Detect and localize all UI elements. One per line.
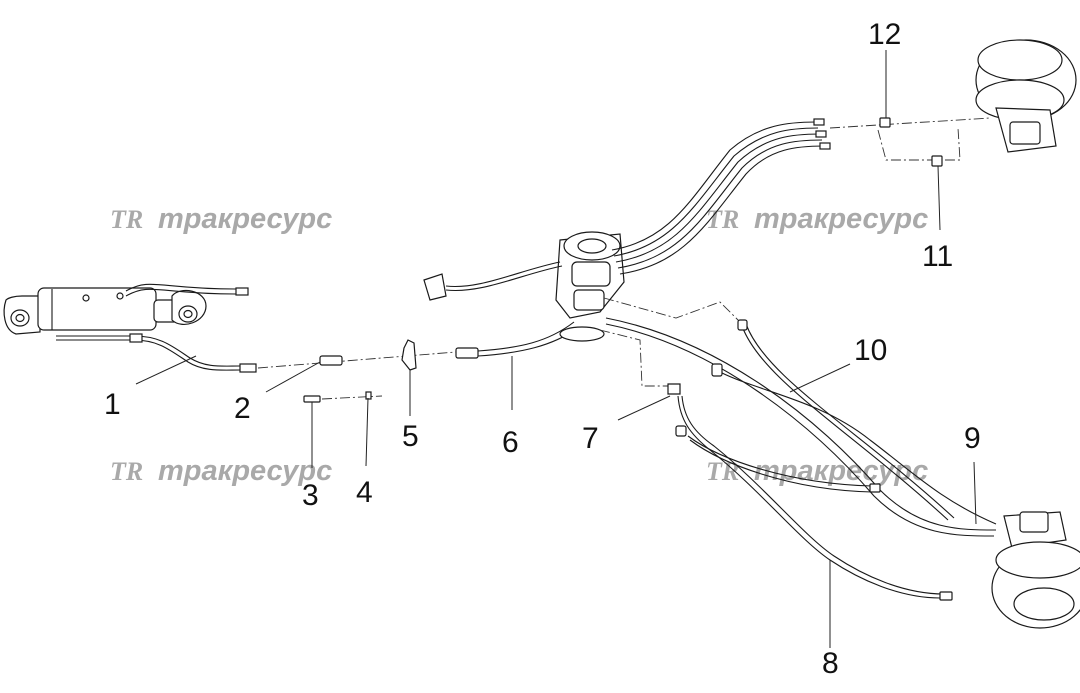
fitting-11 — [931, 155, 943, 167]
bolt-3 — [303, 395, 321, 403]
travel-motor-lower — [991, 511, 1080, 629]
watermark-logo: TR — [110, 205, 143, 234]
fitting-12 — [879, 117, 891, 128]
callout-11: 11 — [922, 240, 953, 273]
axis-line-upper — [829, 117, 991, 129]
travel-motor-upper — [975, 39, 1077, 153]
watermark-logo: TR — [706, 205, 739, 234]
callout-5: 5 — [402, 420, 419, 453]
hydraulic-cylinder — [3, 287, 207, 335]
leader-lines — [135, 50, 977, 648]
hose-lower-short — [687, 435, 881, 493]
hose-10 — [603, 297, 955, 521]
axis-line-lower — [599, 329, 668, 387]
hose-6 — [455, 321, 579, 359]
watermark-top-left: TR тракресурс — [110, 203, 332, 235]
callout-3: 3 — [302, 479, 319, 512]
axis-line-upper-branch — [877, 127, 961, 161]
watermark-logo: TR — [706, 457, 739, 486]
axis-line-center — [257, 351, 457, 369]
swivel-joint — [555, 231, 625, 342]
callout-10: 10 — [854, 334, 887, 367]
callout-numbers: 1 2 3 4 5 6 7 8 9 10 11 12 — [104, 18, 981, 680]
callout-6: 6 — [502, 426, 519, 459]
callout-8: 8 — [822, 647, 839, 680]
callout-1: 1 — [104, 388, 121, 421]
watermark-bottom-left: TR тракресурс — [110, 455, 332, 487]
watermark-text: тракресурс — [158, 203, 332, 235]
callout-9: 9 — [964, 422, 981, 455]
watermark-logo: TR — [110, 457, 143, 486]
callout-2: 2 — [234, 392, 251, 425]
watermark-text: тракресурс — [754, 203, 928, 235]
watermark-text: тракресурс — [158, 455, 332, 487]
hose-8 — [675, 395, 953, 601]
hose-upper-left — [423, 261, 563, 301]
callout-12: 12 — [868, 18, 901, 51]
axis-line-bolt — [321, 395, 383, 400]
adapter-2 — [319, 355, 343, 366]
bracket-5 — [401, 339, 417, 371]
hose-bundle-upper — [611, 118, 831, 275]
tee-fitting-7 — [667, 383, 681, 395]
hose-9 — [605, 317, 997, 537]
washer-4 — [365, 391, 372, 400]
callout-7: 7 — [582, 422, 599, 455]
callout-4: 4 — [356, 476, 373, 509]
watermark-top-right: TR тракресурс — [706, 203, 928, 235]
hose-1 — [56, 283, 257, 373]
